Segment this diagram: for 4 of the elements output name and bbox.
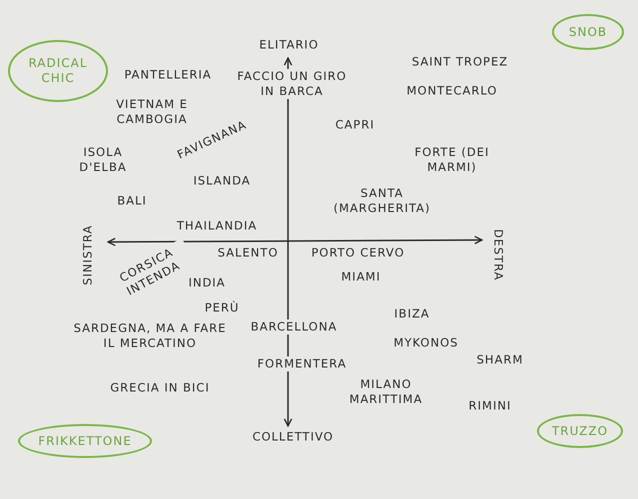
category-oval: SNOB xyxy=(552,14,624,50)
place-label: BARCELLONA xyxy=(248,320,340,334)
category-oval: TRUZZO xyxy=(537,414,623,448)
category-oval: FRIKKETTONE xyxy=(18,424,152,458)
